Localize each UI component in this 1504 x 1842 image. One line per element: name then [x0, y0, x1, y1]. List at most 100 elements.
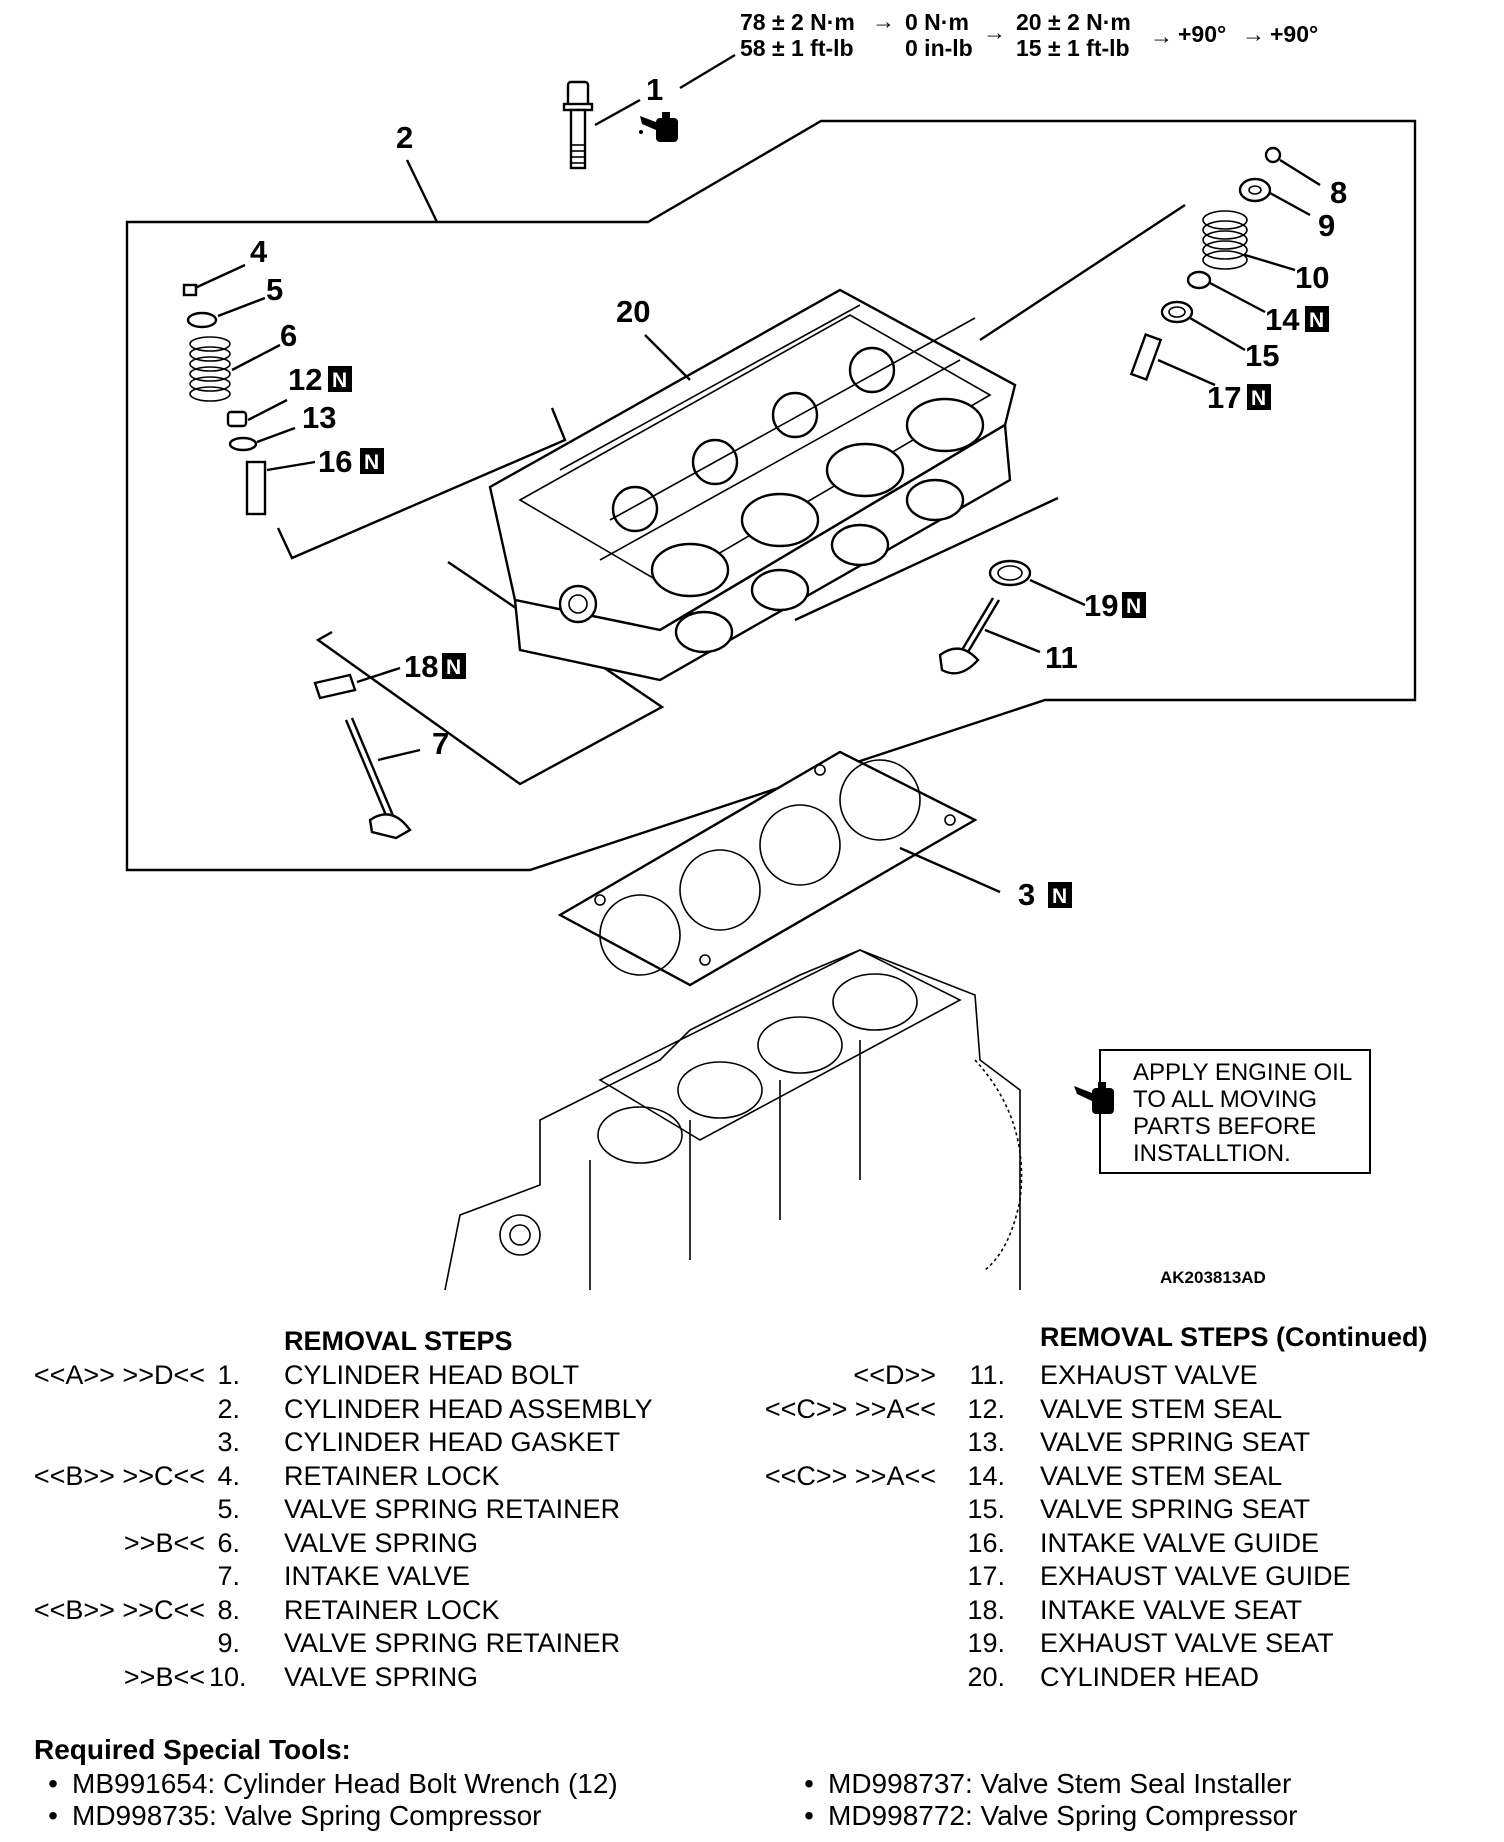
cylinder-head	[488, 288, 1017, 682]
step-description: VALVE SPRING SEAT	[1040, 1427, 1311, 1457]
step-number: 20.	[967, 1661, 1005, 1692]
removal-step-row: >>B<<10.VALVE SPRING	[0, 1661, 760, 1694]
callout-18: 18	[404, 649, 438, 684]
oil-note-box	[1099, 1049, 1371, 1174]
step-reference-mark: <<A>> >>D<<	[33, 1360, 205, 1390]
callout-7: 7	[432, 726, 449, 761]
tool-item-3-text: MD998737: Valve Stem Seal Installer	[828, 1768, 1292, 1799]
exhaust-valve-11	[938, 597, 1041, 675]
step-description: RETAINER LOCK	[284, 1460, 500, 1491]
step-description: CYLINDER HEAD GASKET	[284, 1427, 621, 1457]
arrow-icon: →	[1150, 23, 1173, 49]
removal-step-row: 13.VALVE SPRING SEAT	[760, 1426, 1504, 1459]
step-description: EXHAUST VALVE SEAT	[1040, 1628, 1334, 1658]
callout-labels: 1 2 3 4 5 6 7 8 9 10 11 12 13 14 15 16 1…	[250, 72, 1347, 912]
callout-14: 14	[1265, 302, 1300, 337]
oil-note-line-1: APPLY ENGINE OIL	[1133, 1059, 1352, 1086]
guide-bracket-right	[979, 203, 1186, 342]
removal-step-row: 2.CYLINDER HEAD ASSEMBLY	[0, 1393, 760, 1426]
callout-20: 20	[616, 294, 650, 329]
torque-step-1-ftlb: 58 ± 1 ft-lb	[740, 35, 854, 61]
intake-valve-seat-18	[313, 666, 401, 700]
special-tools-heading: Required Special Tools:	[34, 1734, 351, 1765]
removal-step-row: 9.VALVE SPRING RETAINER	[0, 1627, 760, 1660]
removal-step-row: 7. INTAKE VALVE	[0, 1560, 760, 1593]
step-number: 7.	[217, 1561, 240, 1591]
seat-bracket-right	[794, 496, 1059, 622]
retainer-lock-4	[182, 283, 198, 297]
removal-step-row: 15.VALVE SPRING SEAT	[760, 1493, 1504, 1526]
step-number: 5.	[217, 1494, 240, 1524]
removal-step-row: <<D>> 11. EXHAUST VALVE	[760, 1359, 1504, 1392]
new-part-badge-17: N	[1247, 384, 1271, 410]
step-description: VALVE SPRING RETAINER	[284, 1494, 621, 1524]
step-description: INTAKE VALVE	[284, 1561, 471, 1591]
removal-step-row: <<B>> >>C<<4.RETAINER LOCK	[0, 1460, 760, 1493]
tool-item-2-text: MD998735: Valve Spring Compressor	[72, 1800, 542, 1831]
tool-item-4: •MD998772: Valve Spring Compressor	[790, 1800, 1297, 1832]
callout-2: 2	[396, 120, 413, 155]
callout-5: 5	[266, 272, 283, 307]
valve-spring-10	[1202, 210, 1248, 270]
valve-spring-seat-13	[228, 436, 258, 452]
step-description: CYLINDER HEAD ASSEMBLY	[284, 1393, 653, 1424]
new-part-badge-19: N	[1122, 592, 1146, 618]
svg-text:N: N	[364, 451, 379, 474]
step-number: 11.	[969, 1360, 1005, 1390]
arrow-icon: →	[983, 19, 1006, 45]
torque-step-2-nm: 0 N·m	[905, 9, 969, 35]
svg-text:N: N	[1251, 387, 1266, 410]
oil-note-line-4: INSTALLTION.	[1133, 1140, 1291, 1167]
step-description: INTAKE VALVE SEAT	[1040, 1594, 1303, 1625]
callout-3: 3	[1018, 877, 1035, 912]
step-description: EXHAUST VALVE	[1040, 1360, 1258, 1390]
cylinder-head-bolt	[562, 80, 594, 170]
guide-bracket-left	[276, 407, 567, 560]
valve-spring-seat-15	[1160, 300, 1194, 324]
callout-13: 13	[302, 400, 336, 435]
oil-can-icon	[1074, 1082, 1114, 1114]
exhaust-side-parts	[1129, 146, 1321, 387]
valve-spring-retainer-5	[186, 311, 218, 329]
engine-block	[444, 949, 1023, 1291]
oil-note-line-2: TO ALL MOVING	[1133, 1086, 1317, 1113]
step-number: 12.	[967, 1393, 1005, 1424]
callout-12: 12	[288, 362, 322, 397]
exploded-view-diagram: 78 ± 2 N·m 58 ± 1 ft-lb → 0 N·m 0 in-lb …	[125, 8, 1417, 1291]
callout-1: 1	[646, 72, 663, 107]
valve-spring-6	[189, 336, 231, 402]
step-reference-mark: <<C>> >>A<<	[764, 1460, 936, 1491]
removal-step-row: 17.EXHAUST VALVE GUIDE	[760, 1560, 1504, 1593]
torque-step-3-nm: 20 ± 2 N·m	[1016, 9, 1131, 35]
callout-19: 19	[1084, 588, 1118, 623]
new-part-marks: N N N N N N N	[328, 306, 1329, 908]
removal-step-row: <<A>> >>D<<1.CYLINDER HEAD BOLT	[0, 1359, 760, 1392]
step-number: 8.	[217, 1594, 240, 1625]
svg-text:N: N	[446, 656, 461, 679]
step-number: 6.	[217, 1527, 240, 1558]
callout-11: 11	[1045, 640, 1078, 675]
step-number: 14.	[967, 1460, 1005, 1491]
step-description: VALVE SPRING SEAT	[1040, 1494, 1311, 1524]
callout-10: 10	[1295, 260, 1329, 295]
arrow-icon: →	[872, 8, 895, 34]
step-description: VALVE SPRING RETAINER	[284, 1628, 621, 1658]
torque-step-5-angle: +90°	[1270, 21, 1318, 47]
removal-step-row: <<C>> >>A<<14.VALVE STEM SEAL	[760, 1460, 1504, 1493]
removal-step-row: <<C>> >>A<<12.VALVE STEM SEAL	[760, 1393, 1504, 1426]
callout-15: 15	[1245, 338, 1279, 373]
step-description: VALVE STEM SEAL	[1040, 1393, 1283, 1424]
step-description: INTAKE VALVE GUIDE	[1040, 1527, 1320, 1558]
figure-code: AK203813AD	[1160, 1268, 1266, 1287]
removal-steps-right: REMOVAL STEPS (Continued) <<D>>11.EXHAUS…	[760, 1322, 1504, 1692]
step-number: 19.	[967, 1628, 1005, 1658]
callout-8: 8	[1330, 175, 1347, 210]
torque-step-1-nm: 78 ± 2 N·m	[740, 9, 855, 35]
leader-line-1	[594, 98, 641, 127]
leader-line-20	[644, 334, 691, 381]
step-description: RETAINER LOCK	[284, 1594, 500, 1625]
bullet-icon: •	[48, 1800, 58, 1831]
new-part-badge-3: N	[1048, 882, 1072, 908]
step-reference-mark: <<D>>	[853, 1360, 936, 1390]
step-reference-mark: <<B>> >>C<<	[33, 1594, 205, 1625]
